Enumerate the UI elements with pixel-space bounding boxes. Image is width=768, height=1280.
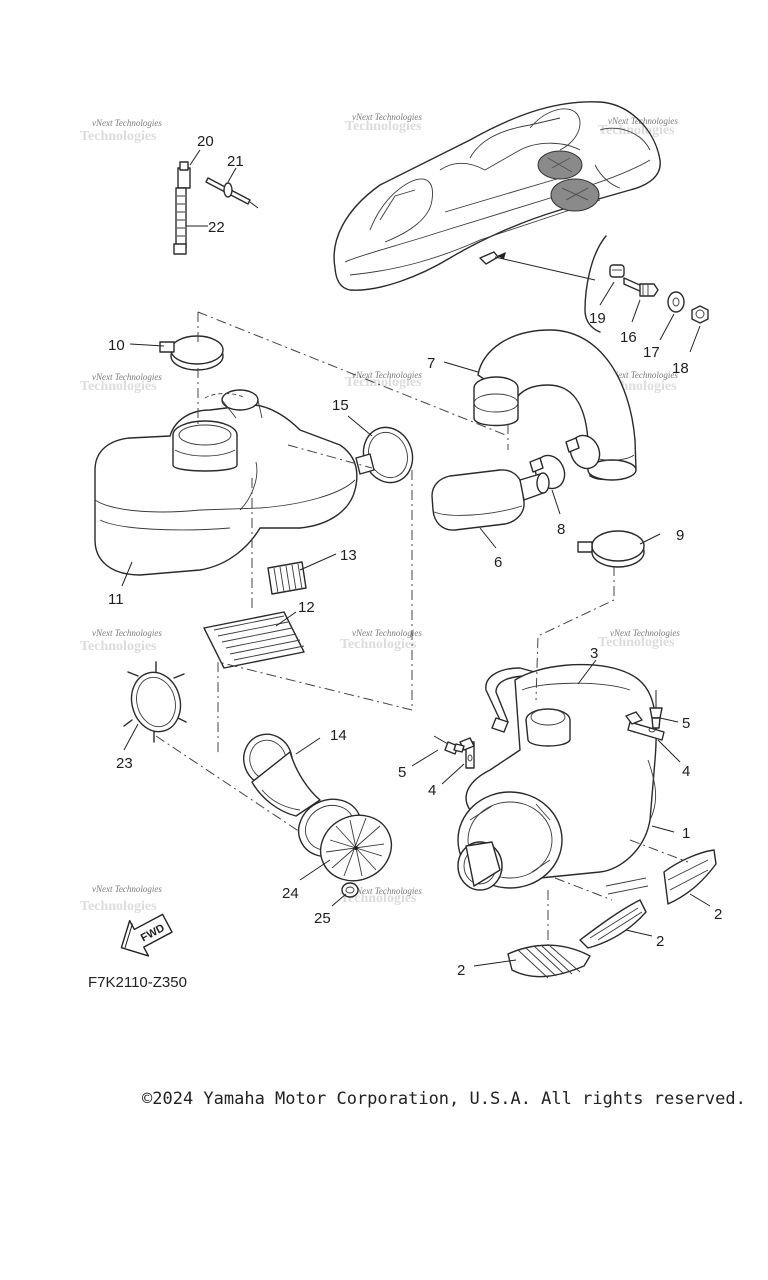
detail-bracket: [584, 235, 607, 333]
callout-9: 9: [676, 527, 684, 544]
callout-17: 17: [643, 344, 660, 361]
watermark: vNext Technologies: [610, 628, 680, 638]
copyright-notice: ©2024 Yamaha Motor Corporation, U.S.A. A…: [142, 1089, 746, 1109]
callout-labels: 20 21 22 19 16 17 18 10 7 15 9 8 6 11 13…: [108, 133, 722, 979]
callout-3: 3: [590, 645, 598, 662]
part-21-rivet: [205, 177, 259, 209]
callout-16: 16: [620, 329, 637, 346]
part-14-duct: [243, 733, 321, 817]
part-11-tank: [94, 389, 358, 576]
part-4-bracket-left: [459, 737, 475, 769]
watermark: vNext Technologies: [352, 628, 422, 638]
watermark-ghost: Technologies: [598, 123, 675, 138]
callout-5-left: 5: [398, 764, 406, 781]
part-2-shield-right: [663, 849, 717, 905]
intake-highlight: [537, 150, 600, 212]
part-5-rivet-left: [433, 735, 465, 755]
part-4-bracket: [625, 711, 665, 741]
watermark: vNext Technologies: [92, 372, 162, 382]
callout-10: 10: [108, 337, 125, 354]
callout-21: 21: [227, 153, 244, 170]
part-15-clamp: [355, 426, 414, 484]
callout-4-right: 4: [682, 763, 690, 780]
part-12-mat: [203, 611, 305, 669]
callout-11: 11: [108, 591, 124, 608]
part-23-retainer: [123, 661, 187, 743]
callout-20: 20: [197, 133, 214, 150]
part-10-clamp: [159, 335, 224, 371]
watermark: vNext Technologies: [608, 370, 678, 380]
part-19-cap: [609, 264, 625, 278]
callout-23: 23: [116, 755, 133, 772]
part-6-intake-box: [431, 469, 550, 531]
part-7-duct: [473, 329, 637, 481]
watermark-ghost: Technologies: [80, 129, 157, 144]
watermark-ghost: Technologies: [80, 379, 157, 394]
callout-14: 14: [330, 727, 347, 744]
callout-6: 6: [494, 554, 502, 571]
callout-13: 13: [340, 547, 357, 564]
callout-8: 8: [557, 521, 565, 538]
callout-15: 15: [332, 397, 349, 414]
fitting-location-marker: [479, 251, 499, 265]
watermark-ghost: Technologies: [345, 119, 422, 134]
watermark-ghost: Technologies: [80, 899, 157, 914]
watermark-ghost: Technologies: [345, 375, 422, 390]
diagram-code: F7K2110-Z350: [88, 974, 187, 991]
part-16-fitting: [623, 277, 659, 297]
watermark: vNext Technologies: [608, 116, 678, 126]
part-17-washer: [667, 291, 685, 313]
part-24-screen: [297, 798, 393, 882]
fwd-arrow-icon: FWD: [120, 913, 173, 957]
callout-25: 25: [314, 910, 331, 927]
part-9-clamp: [577, 530, 645, 568]
callout-22: 22: [208, 219, 225, 236]
part-25-grommet: [341, 882, 359, 898]
callout-2-middle: 2: [656, 933, 664, 950]
part-2-shield-middle: [579, 877, 649, 949]
watermark-ghost: Technologies: [598, 635, 675, 650]
part-5-rivet: [649, 690, 663, 729]
callout-7: 7: [427, 355, 435, 372]
callout-5-right: 5: [682, 715, 690, 732]
leader-lines: [121, 149, 711, 967]
callout-2-right: 2: [714, 906, 722, 923]
callout-1: 1: [682, 825, 690, 842]
watermark: vNext Technologies: [92, 118, 162, 128]
watermark-ghost: Technologies: [340, 891, 417, 906]
watermark: vNext Technologies: [352, 112, 422, 122]
watermark: vNext Technologies: [352, 886, 422, 896]
watermark-ghost: Technologies: [80, 639, 157, 654]
part-1-silencer: [457, 663, 657, 891]
watermark-ghost: Technologies: [340, 637, 417, 652]
part-22-cable-tie: [173, 187, 187, 255]
watercraft-overview: [333, 101, 661, 333]
watermark: vNext Technologies: [92, 628, 162, 638]
callout-4-left: 4: [428, 782, 436, 799]
callout-18: 18: [672, 360, 689, 377]
watermark: vNext Technologies: [92, 884, 162, 894]
part-20-clip: [177, 161, 191, 189]
callout-19: 19: [589, 310, 606, 327]
part-13-pad: [267, 561, 307, 595]
part-18-nut: [691, 305, 709, 324]
callout-2-bottom: 2: [457, 962, 465, 979]
callout-12: 12: [298, 599, 315, 616]
part-2-shield-bottom: [507, 944, 591, 979]
assembly-lines: [155, 311, 689, 950]
watermark: vNext Technologies: [352, 370, 422, 380]
callout-24: 24: [282, 885, 299, 902]
